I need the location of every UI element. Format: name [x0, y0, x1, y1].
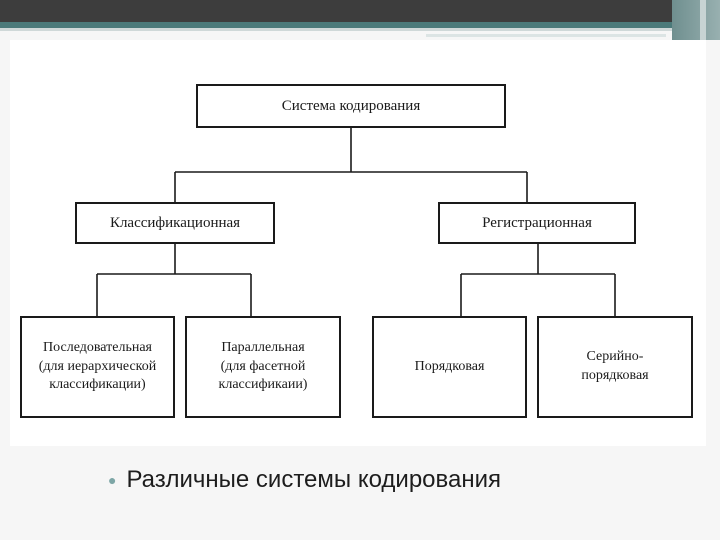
parallel-node-label: Параллельная (для фасетной классификаии)	[218, 339, 308, 393]
root-node: Система кодирования	[196, 84, 506, 128]
coding-systems-diagram: Система кодирования Классификационная Ре…	[10, 40, 706, 446]
bullet-text: Различные системы кодирования	[126, 466, 501, 493]
bullet-icon: ●	[108, 472, 117, 488]
ordinal-node: Порядковая	[372, 316, 527, 418]
serial-ordinal-node-label: Серийно- порядковая	[581, 349, 649, 383]
root-node-label: Система кодирования	[281, 97, 421, 114]
corner-decoration-stripe	[700, 0, 706, 40]
slide-header-bar	[0, 0, 720, 22]
registration-node-label: Регистрационная	[482, 214, 592, 231]
header-underline-decoration	[426, 34, 666, 37]
parallel-node: Параллельная (для фасетной классификаии)	[185, 316, 341, 418]
serial-ordinal-node: Серийно- порядковая	[537, 316, 693, 418]
sequential-node-label: Последовательная (для иерархической клас…	[38, 339, 157, 393]
registration-node: Регистрационная	[438, 202, 636, 244]
slide-accent-line	[0, 22, 720, 28]
corner-decoration	[672, 0, 720, 40]
bullet-item: ● Различные системы кодирования	[108, 462, 501, 498]
ordinal-node-label: Порядковая	[414, 358, 485, 374]
diagram-connectors	[96, 128, 616, 316]
slide-accent-thin-line	[0, 28, 720, 31]
sequential-node: Последовательная (для иерархической клас…	[20, 316, 175, 418]
classification-node: Классификационная	[75, 202, 275, 244]
classification-node-label: Классификационная	[109, 214, 241, 231]
